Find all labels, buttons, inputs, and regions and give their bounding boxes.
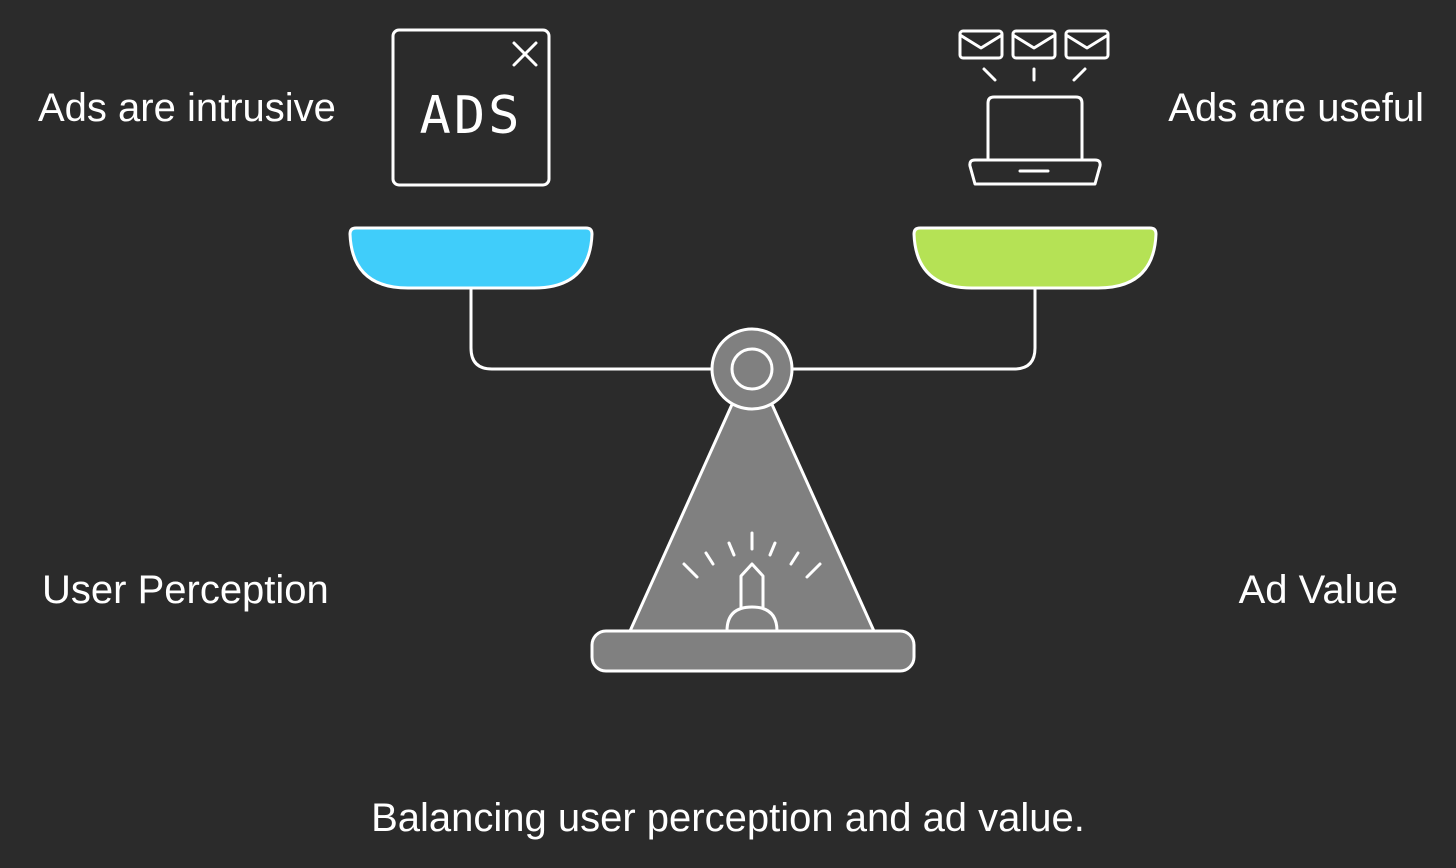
email-icon bbox=[1064, 29, 1110, 60]
scale-base bbox=[590, 629, 916, 673]
right-statement-label: Ads are useful bbox=[1168, 86, 1424, 130]
right-category-label: Ad Value bbox=[1238, 568, 1398, 612]
ad-window-close-icon bbox=[391, 28, 551, 187]
email-icon bbox=[1011, 29, 1057, 60]
diagram-caption: Balancing user perception and ad value. bbox=[371, 796, 1085, 840]
ad-window-text: ADS bbox=[420, 86, 523, 146]
left-category-label: User Perception bbox=[42, 568, 329, 612]
left-pan bbox=[348, 226, 594, 290]
balance-indicator-icon bbox=[682, 531, 822, 633]
laptop-with-emails-icon bbox=[958, 29, 1110, 186]
pivot bbox=[710, 327, 794, 411]
scale-beam bbox=[469, 286, 1037, 371]
left-statement-label: Ads are intrusive bbox=[38, 86, 336, 130]
email-icon bbox=[958, 29, 1004, 60]
right-pan bbox=[912, 226, 1158, 290]
